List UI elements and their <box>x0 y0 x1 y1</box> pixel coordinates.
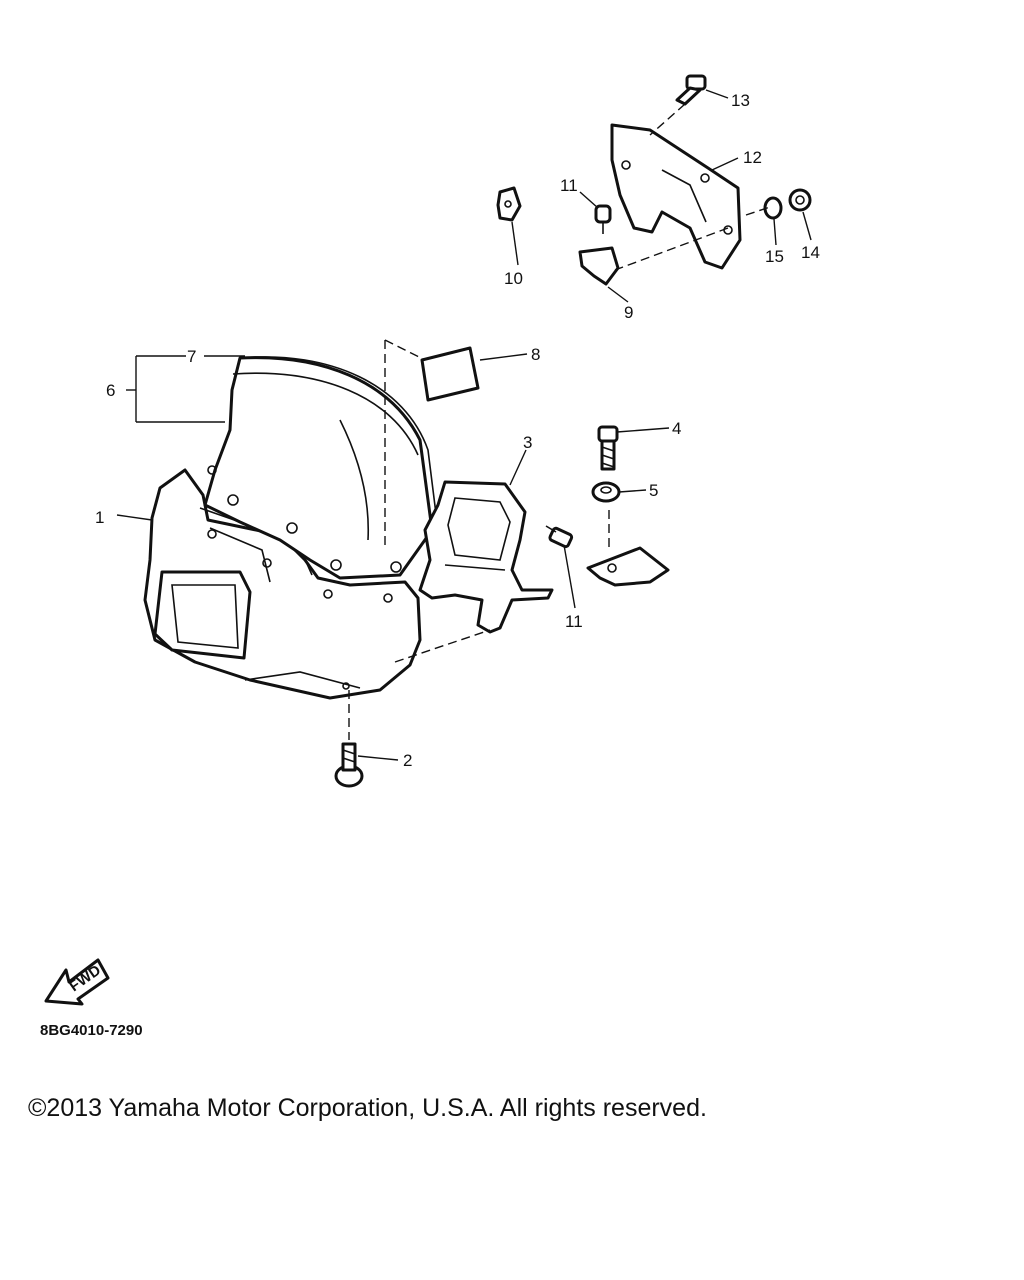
callout-11-upper: 11 <box>560 176 578 195</box>
cowling-part-1 <box>143 468 422 700</box>
callout-4: 4 <box>672 419 681 438</box>
callout-6: 6 <box>106 381 115 400</box>
bracket-part-9 <box>578 246 620 286</box>
leader-lines <box>116 89 812 761</box>
callout-1: 1 <box>95 508 104 527</box>
callout-13: 13 <box>731 91 750 110</box>
callout-10: 10 <box>504 269 523 288</box>
copyright-notice: ©2013 Yamaha Motor Corporation, U.S.A. A… <box>28 1094 707 1122</box>
assembly-lines <box>348 103 771 740</box>
bolt-part-11-lower <box>545 525 574 549</box>
emblem-part-8 <box>420 346 480 402</box>
windscreen-part-6 <box>203 356 439 580</box>
callout-3: 3 <box>523 433 532 452</box>
grommet-part-5 <box>591 481 621 503</box>
callout-14: 14 <box>801 243 820 262</box>
callout-8: 8 <box>531 345 540 364</box>
fwd-arrow-icon: FWD <box>44 958 110 1006</box>
callout-11-lower: 11 <box>565 612 583 631</box>
callout-5: 5 <box>649 481 658 500</box>
plate-part-12 <box>610 123 742 270</box>
screw-part-11-upper <box>594 204 612 234</box>
callout-7: 7 <box>187 347 196 366</box>
mount-bracket <box>586 546 670 587</box>
stay-bracket-part-3 <box>418 480 554 634</box>
nut-part-14 <box>788 188 812 212</box>
bolt-part-13 <box>675 74 707 106</box>
callout-12: 12 <box>743 148 762 167</box>
drawing-code: 8BG4010-7290 <box>40 1022 143 1039</box>
clip-part-10 <box>496 186 522 222</box>
callout-2: 2 <box>403 751 412 770</box>
screw-part-2 <box>334 742 364 788</box>
bolt-part-4 <box>597 425 619 471</box>
callout-15: 15 <box>765 247 784 266</box>
callout-9: 9 <box>624 303 633 322</box>
